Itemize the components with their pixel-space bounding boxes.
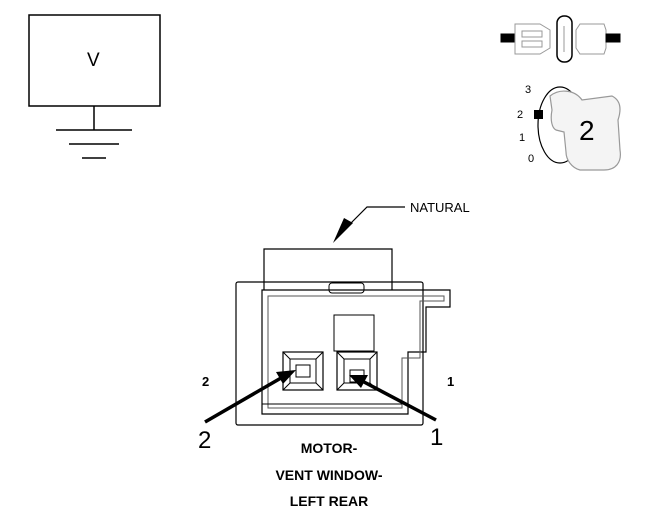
natural-arrow: [333, 218, 353, 243]
side-pin-label-left: 2: [202, 374, 210, 389]
connector-title-line-3: LEFT REAR: [289, 493, 369, 509]
key-switch-icon: [534, 86, 621, 171]
connector-inner-face: [261, 289, 451, 415]
connector-title-line-2: VENT WINDOW-: [275, 467, 383, 483]
side-pin-label-right: 1: [447, 374, 455, 389]
natural-callout: [333, 206, 405, 243]
key-position-1: 1: [519, 132, 526, 144]
key-body: [549, 90, 621, 171]
connector-outer-shell: [235, 281, 424, 426]
pin-1-callout-arrow: [349, 375, 368, 388]
callout-number-right: 1: [430, 424, 444, 451]
connector-inner-edge: [267, 295, 445, 409]
voltmeter-symbol: [28, 14, 161, 159]
key-selected-number: 2: [579, 115, 595, 146]
connector-disconnect-icon: [500, 15, 621, 63]
pin-callouts: [204, 370, 437, 424]
pin-2-callout-line: [204, 376, 282, 424]
pin-2-callout-arrow: [276, 370, 296, 384]
connector-color-label: NATURAL: [410, 200, 470, 215]
connector-key-block: [333, 314, 375, 352]
key-position-0: 0: [528, 153, 535, 165]
pin-1-callout-line: [363, 380, 437, 422]
key-position-2: 2: [517, 109, 524, 121]
natural-leader: [347, 206, 405, 227]
key-position-3: 3: [525, 84, 532, 96]
connector-latch-housing: [263, 248, 393, 290]
connector-title-line-1: MOTOR-: [300, 440, 358, 456]
connector-latch-tab: [328, 282, 365, 294]
voltmeter-label: V: [87, 50, 100, 71]
key-position-marker: [534, 110, 543, 119]
connector-body: [235, 248, 451, 426]
callout-number-left: 2: [198, 427, 212, 454]
